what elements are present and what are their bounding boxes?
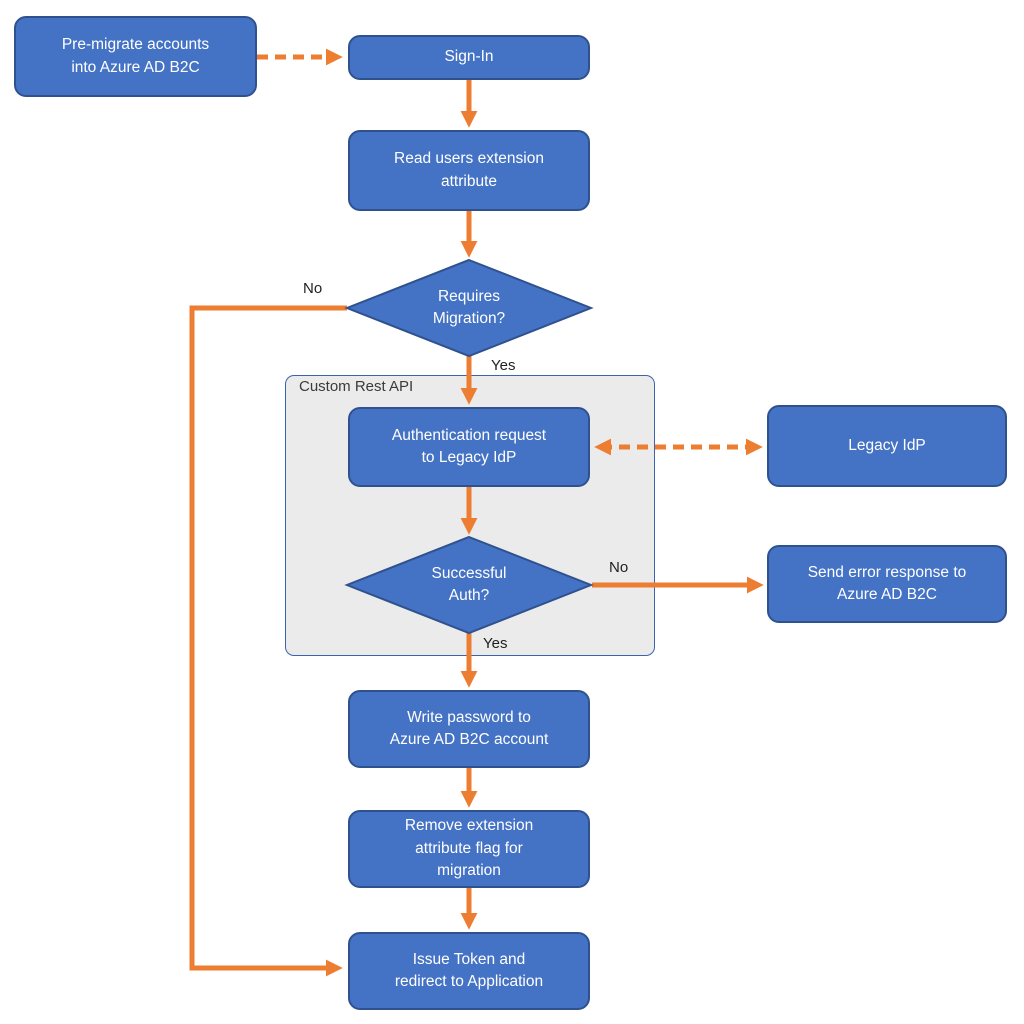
node-legacy-idp: Legacy IdP	[767, 405, 1007, 487]
decision-requires-migration	[344, 258, 594, 358]
custom-rest-api-label: Custom Rest API	[299, 378, 414, 395]
node-issue-token: Issue Token and redirect to Application	[348, 932, 590, 1010]
node-pre-migrate: Pre-migrate accounts into Azure AD B2C	[14, 16, 257, 97]
decision-successful-auth	[344, 535, 594, 635]
label-requires-migration-yes: Yes	[491, 357, 516, 374]
label-successful-auth-no: No	[609, 559, 629, 576]
node-sign-in: Sign-In	[348, 35, 590, 80]
node-read-users-extension: Read users extension attribute	[348, 130, 590, 211]
label-requires-migration-no: No	[303, 280, 323, 297]
node-remove-extension-flag: Remove extension attribute flag for migr…	[348, 810, 590, 888]
node-send-error-response: Send error response to Azure AD B2C	[767, 545, 1007, 623]
label-successful-auth-yes: Yes	[483, 635, 508, 652]
node-authentication-request: Authentication request to Legacy IdP	[348, 407, 590, 487]
node-write-password: Write password to Azure AD B2C account	[348, 690, 590, 768]
edge-requiresmigration-no-to-issuetoken	[189, 305, 347, 977]
